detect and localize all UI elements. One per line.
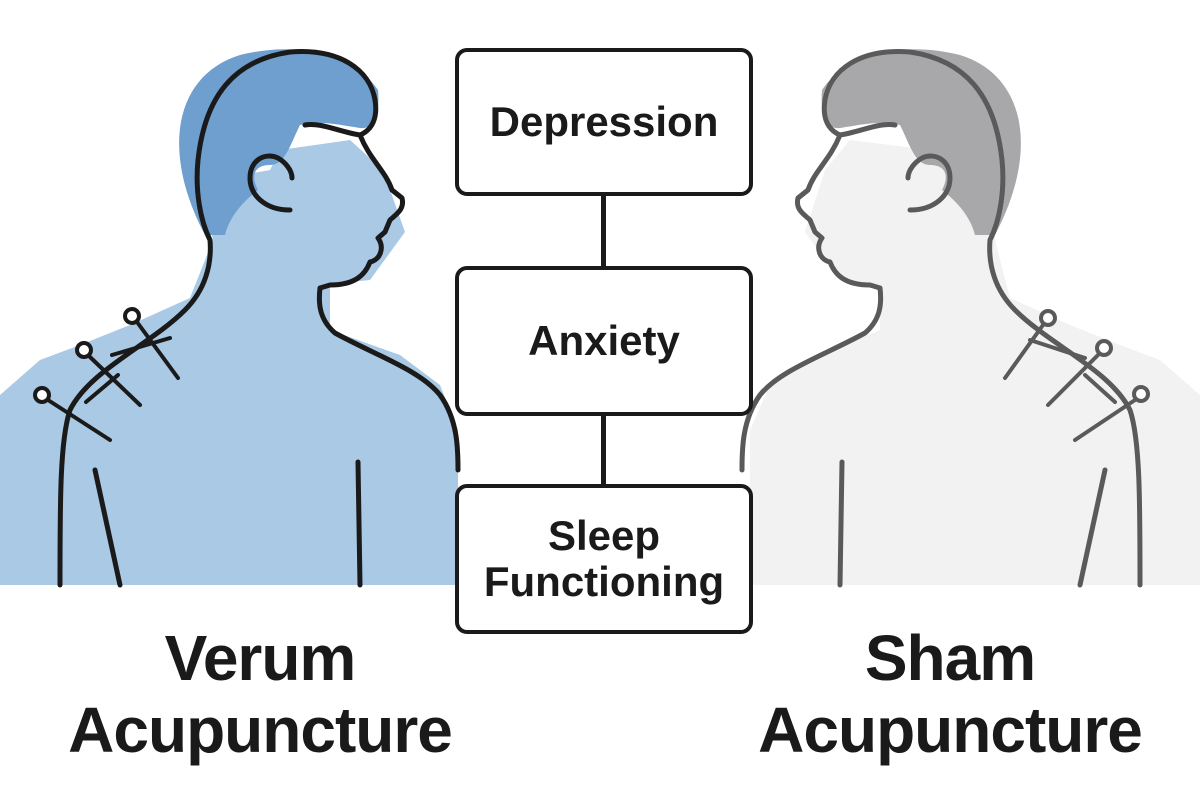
verum-caption-line2: Acupuncture [68, 694, 453, 766]
outcome-box-anxiety: Anxiety [455, 266, 753, 416]
outcome-box-depression: Depression [455, 48, 753, 196]
verum-ear [247, 153, 295, 213]
sham-caption-line2: Acupuncture [758, 694, 1143, 766]
outcome-label-sleep-functioning: Sleep Functioning [483, 511, 725, 605]
sham-arm-line-left [837, 459, 845, 588]
verum-caption: Verum Acupuncture [10, 622, 510, 766]
outcome-label-anxiety: Anxiety [528, 316, 680, 364]
outcome-label-depression: Depression [489, 97, 719, 145]
sham-caption-line1: Sham [864, 622, 1036, 694]
connector-line [601, 196, 606, 266]
sham-ear [905, 153, 953, 213]
sham-caption: Sham Acupuncture [700, 622, 1200, 766]
connector-line [601, 416, 606, 484]
outcome-label-sleep-line2: Functioning [483, 558, 725, 605]
verum-body [0, 140, 458, 585]
sham-hair [821, 49, 1021, 235]
verum-figure-icon [0, 49, 461, 588]
sham-figure-icon [739, 49, 1200, 588]
verum-hair [179, 49, 379, 235]
verum-caption-line1: Verum [164, 622, 357, 694]
verum-arm-line-left [92, 467, 123, 588]
sham-hairline [837, 121, 898, 138]
outcome-label-sleep-line1: Sleep [547, 511, 661, 559]
sham-arm-line-right [1077, 467, 1108, 588]
sham-body [750, 140, 1200, 585]
verum-needles-icon [33, 307, 180, 442]
sham-needles-icon [1003, 309, 1150, 442]
verum-outline [57, 49, 461, 588]
sham-outline [739, 49, 1143, 588]
outcome-box-sleep-functioning: Sleep Functioning [455, 484, 753, 634]
verum-hairline [302, 121, 363, 138]
verum-arm-line-right [355, 459, 363, 588]
